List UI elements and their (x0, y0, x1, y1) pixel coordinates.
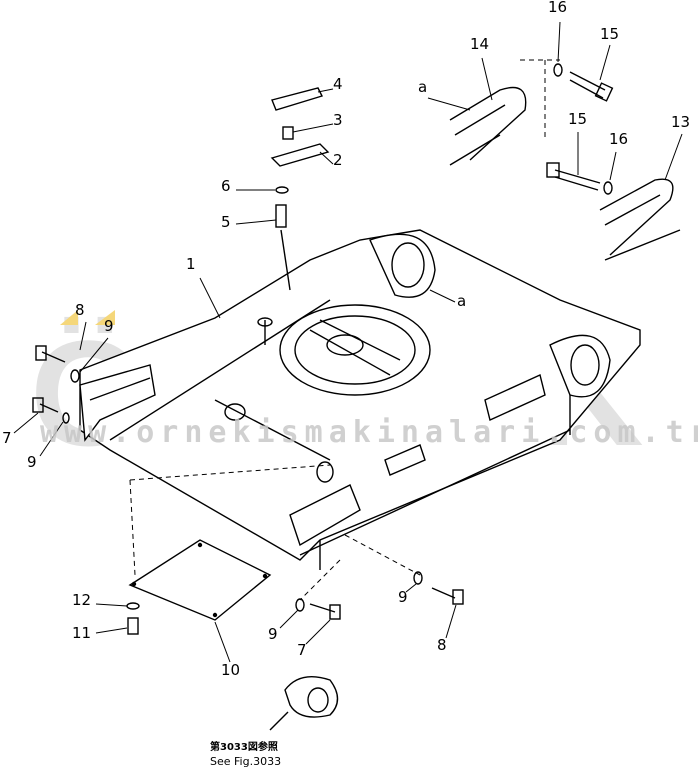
guard-14 (449, 86, 527, 166)
callout-13: 13 (671, 113, 691, 131)
callout-9: 9 (27, 453, 37, 471)
callout-15: 15 (600, 25, 620, 43)
callout-3: 3 (333, 111, 343, 129)
leader-lines (13, 21, 683, 663)
callout-a: a (418, 78, 428, 96)
callout-15: 15 (568, 110, 588, 128)
hidden-lines (129, 59, 560, 601)
callout-9: 9 (104, 317, 114, 335)
guard-bracket-stack (270, 87, 330, 291)
guard-13 (599, 178, 681, 261)
callout-9: 9 (398, 588, 408, 606)
bolts-lower (32, 345, 464, 635)
callout-9: 9 (268, 625, 278, 643)
callout-14: 14 (470, 35, 490, 53)
callout-5: 5 (221, 213, 231, 231)
watermark-url: www.ornekismakinalari.com.tr (40, 415, 698, 450)
cover-plate-10 (128, 539, 272, 621)
track-roller (269, 676, 339, 731)
callout-16: 16 (609, 130, 629, 148)
callout-11: 11 (72, 624, 92, 642)
callout-1: 1 (186, 255, 196, 273)
track-frame (79, 229, 641, 570)
watermark-accent (95, 310, 115, 325)
caption-japanese: 第3033図参照 (210, 742, 278, 753)
callout-7: 7 (297, 641, 307, 659)
callout-16: 16 (548, 0, 568, 16)
callout-6: 6 (221, 177, 231, 195)
callout-4: 4 (333, 75, 343, 93)
callout-2: 2 (333, 151, 343, 169)
bolt-15 (546, 63, 614, 195)
callout-12: 12 (72, 591, 92, 609)
callout-8: 8 (437, 636, 447, 654)
callout-8: 8 (75, 301, 85, 319)
callout-a: a (457, 292, 467, 310)
callout-10: 10 (221, 661, 241, 679)
watermark-accent (60, 310, 78, 325)
caption-see-figure: See Fig.3033 (210, 755, 282, 768)
callout-7: 7 (2, 429, 12, 447)
